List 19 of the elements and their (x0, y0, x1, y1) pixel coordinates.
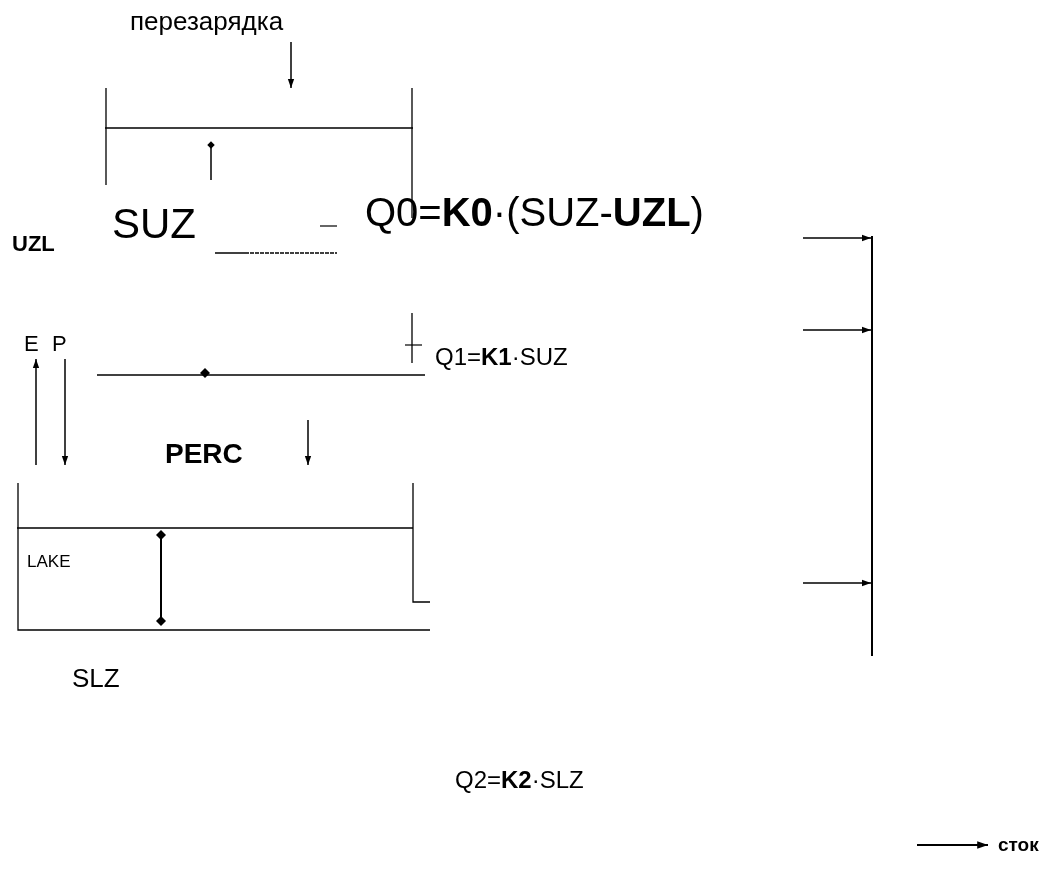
arrow (802, 326, 872, 334)
formula: Q0=K0·(SUZ-UZL) (365, 192, 704, 232)
formula: Q1=K1·SUZ (435, 345, 568, 369)
arrow (32, 358, 40, 466)
arrow (304, 419, 312, 466)
flow-label: P (52, 333, 67, 355)
arrow (802, 579, 872, 587)
arrow (287, 41, 295, 89)
storage-label: SUZ (112, 203, 196, 245)
parameter-label: UZL (12, 233, 55, 255)
legend-label: сток (998, 835, 1039, 854)
storage-label: SLZ (72, 665, 120, 691)
reservoir-label: LAKE (27, 553, 71, 570)
flow-label: E (24, 333, 39, 355)
flow-label: перезарядка (130, 8, 284, 34)
formula: Q2=K2·SLZ (455, 768, 584, 792)
arrow (802, 234, 872, 242)
edge-label: PERC (165, 440, 243, 468)
arrow (61, 358, 69, 466)
